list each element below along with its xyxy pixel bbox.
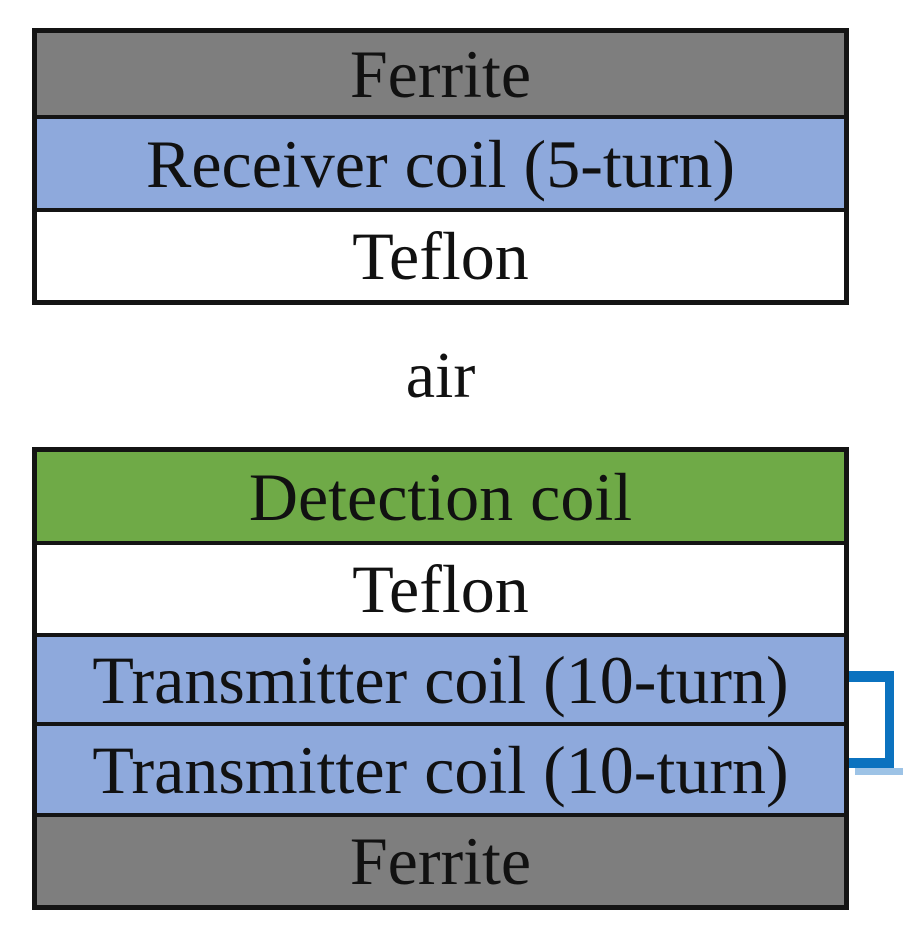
layer-label-receiver-coil: Receiver coil (5-turn) [145, 125, 736, 202]
layer-label-detection-coil: Detection coil [248, 458, 633, 535]
layer-transmitter-coil-1: Transmitter coil (10-turn) [37, 633, 844, 722]
transmitter-stack: Detection coil Teflon Transmitter coil (… [32, 447, 849, 910]
transmitter-coils-bracket-shadow [855, 768, 903, 775]
layer-detection-coil: Detection coil [37, 452, 844, 541]
layer-label-teflon-top: Teflon [352, 218, 529, 294]
layer-label-ferrite-top: Ferrite [349, 36, 532, 112]
layer-teflon-bottom: Teflon [37, 541, 844, 633]
layer-teflon-top: Teflon [37, 208, 844, 300]
layer-label-teflon-bottom: Teflon [352, 551, 529, 627]
receiver-stack: Ferrite Receiver coil (5-turn) Teflon [32, 28, 849, 305]
layer-receiver-coil: Receiver coil (5-turn) [37, 115, 844, 208]
layer-label-transmitter-coil-2: Transmitter coil (10-turn) [92, 731, 789, 808]
layer-label-ferrite-bottom: Ferrite [349, 823, 532, 899]
air-gap: air [32, 305, 849, 447]
layer-ferrite-top: Ferrite [37, 33, 844, 115]
layer-label-transmitter-coil-1: Transmitter coil (10-turn) [92, 641, 789, 718]
air-gap-label: air [405, 339, 476, 412]
layer-transmitter-coil-2: Transmitter coil (10-turn) [37, 722, 844, 813]
layer-ferrite-bottom: Ferrite [37, 813, 844, 905]
transmitter-coils-bracket [849, 671, 894, 768]
